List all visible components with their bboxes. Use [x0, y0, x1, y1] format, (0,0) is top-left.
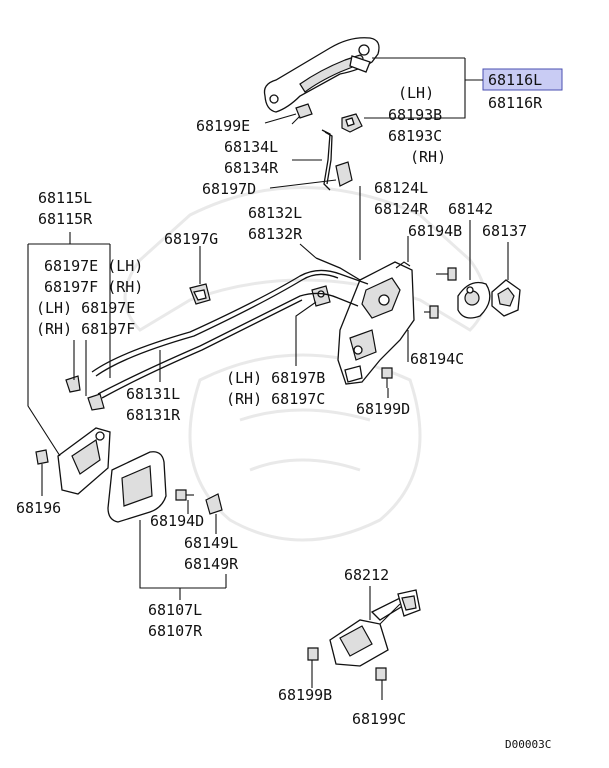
label-68124r: 68124R	[374, 200, 429, 218]
label-68107l: 68107L	[148, 601, 202, 619]
door-check-part	[329, 589, 421, 667]
clip-68197f	[87, 393, 105, 411]
label-68199c: 68199C	[352, 710, 406, 728]
label-68116r: 68116R	[488, 94, 543, 112]
label-68124l: 68124L	[374, 179, 428, 197]
leader-lines	[27, 57, 509, 700]
label-68131r: 68131R	[126, 406, 181, 424]
cover-68149	[205, 493, 223, 515]
label-68134r: 68134R	[224, 159, 279, 177]
label-68194b: 68194B	[408, 222, 462, 240]
label-68131l: 68131L	[126, 385, 180, 403]
label-68212: 68212	[344, 566, 389, 584]
label-68115r: 68115R	[38, 210, 93, 228]
screw-68199b	[307, 647, 319, 661]
label-rh-68197c: (RH) 68197C	[226, 390, 325, 408]
label-68115l: 68115L	[38, 189, 92, 207]
screw-68199c	[375, 667, 387, 681]
label-68149l: 68149L	[184, 534, 238, 552]
label-68132r: 68132R	[248, 225, 303, 243]
rod-part	[321, 129, 333, 191]
clip-part	[341, 113, 363, 133]
label-rh: (RH)	[410, 148, 446, 166]
watermark-emblem	[123, 186, 487, 542]
label-lh: (LH)	[398, 84, 434, 102]
label-68194d: 68194D	[150, 512, 204, 530]
label-lh-68197b: (LH) 68197B	[226, 369, 325, 387]
label-68107r: 68107R	[148, 622, 203, 640]
striker-part	[457, 281, 491, 319]
label-68194c: 68194C	[410, 350, 464, 368]
inside-handle-base-part	[57, 427, 111, 495]
label-68116l: 68116L	[488, 71, 542, 89]
label-68193b: 68193B	[388, 106, 442, 124]
label-68199e: 68199E	[196, 117, 250, 135]
outside-handle-part	[263, 37, 380, 113]
clip-68197d	[335, 161, 353, 187]
nut-68196	[35, 449, 49, 465]
label-68197g: 68197G	[164, 230, 218, 248]
label-68134l: 68134L	[224, 138, 278, 156]
inside-handle-part	[107, 451, 167, 523]
label-68142: 68142	[448, 200, 493, 218]
label-68199d: 68199D	[356, 400, 410, 418]
label-lh-68197e: (LH) 68197E	[36, 299, 135, 317]
label-68197e-lh: 68197E (LH)	[44, 257, 143, 275]
clip-68197g	[189, 283, 211, 305]
lock-assembly-part	[337, 261, 415, 385]
label-68196: 68196	[16, 499, 61, 517]
label-68199b: 68199B	[278, 686, 332, 704]
label-68137: 68137	[482, 222, 527, 240]
label-68197d: 68197D	[202, 180, 256, 198]
label-68132l: 68132L	[248, 204, 302, 222]
screw-68199e	[291, 103, 313, 125]
screw-68194d	[175, 489, 194, 501]
cover-part	[491, 279, 521, 317]
clip-68197e	[65, 375, 81, 393]
label-68197f-rh: 68197F (RH)	[44, 278, 143, 296]
screw-68194b	[436, 267, 457, 281]
screw-68199d	[381, 367, 393, 388]
diagram-code: D00003C	[505, 738, 551, 751]
cable-part	[91, 257, 369, 399]
label-68149r: 68149R	[184, 555, 239, 573]
label-68193c: 68193C	[388, 127, 442, 145]
label-rh-68197f: (RH) 68197F	[36, 320, 135, 338]
screw-68194c	[424, 305, 439, 319]
labels: 68116L 68116R (LH) 68193B 68193C (RH) 68…	[16, 71, 551, 751]
